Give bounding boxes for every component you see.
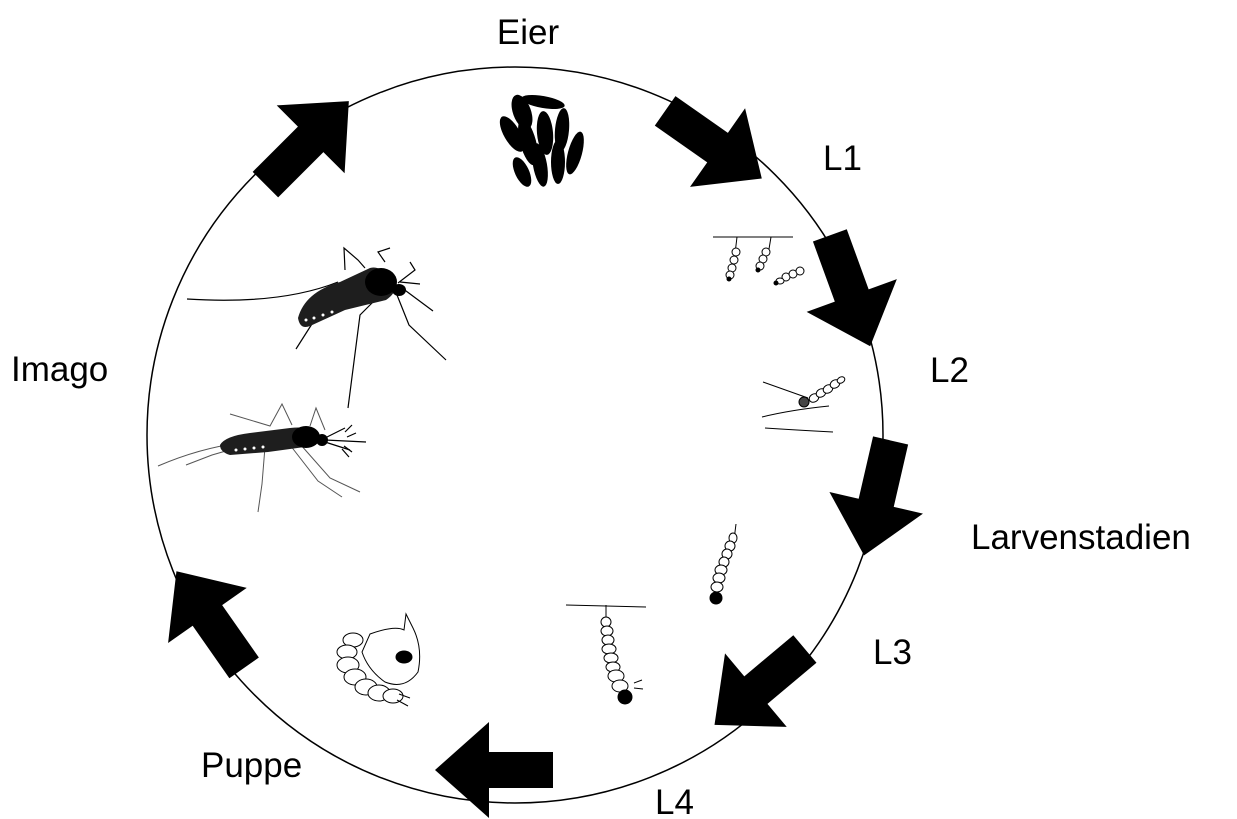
fourth-instar-larva-icon xyxy=(566,605,646,704)
pupa-icon xyxy=(337,614,420,706)
flying-mosquito-icon xyxy=(158,404,366,512)
arrow-icon-l2-to-l3 xyxy=(817,430,937,567)
arrow-icon-l4-to-pupa xyxy=(435,722,553,818)
label-pupa: Puppe xyxy=(201,746,302,785)
label-eggs: Eier xyxy=(497,13,560,52)
arrow-icon-l3-to-l4 xyxy=(684,612,836,761)
egg-cluster-icon xyxy=(495,92,587,189)
arrow-icon-eggs-to-l1 xyxy=(638,72,790,218)
arrow-icon-adult-to-eggs xyxy=(231,67,382,218)
resting-mosquito-icon xyxy=(187,248,446,408)
arrow-icon-l1-to-l2 xyxy=(785,219,916,363)
label-larval-stages: Larvenstadien xyxy=(971,518,1191,557)
arrow-icon-pupa-to-adult xyxy=(137,544,283,696)
label-l3: L3 xyxy=(873,633,912,672)
second-instar-larva-icon xyxy=(762,375,846,432)
label-l2: L2 xyxy=(930,351,969,390)
third-instar-larva-icon xyxy=(710,524,737,604)
label-l4: L4 xyxy=(655,783,694,819)
label-adult: Imago xyxy=(11,350,108,389)
first-instar-larvae-icon xyxy=(713,237,804,285)
label-l1: L1 xyxy=(823,139,862,178)
